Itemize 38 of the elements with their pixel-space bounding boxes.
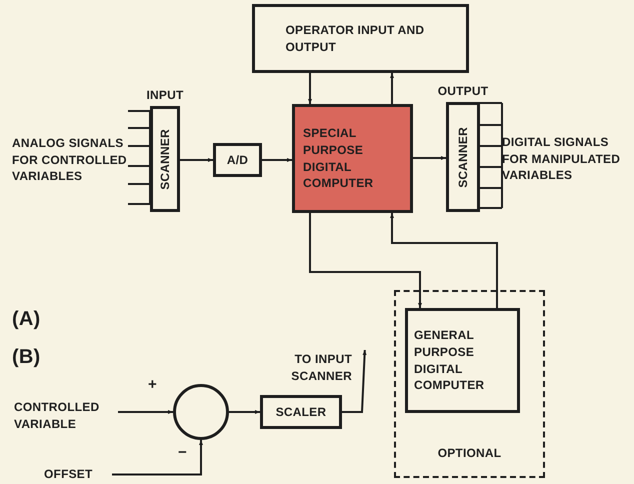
sign-label: − bbox=[178, 445, 187, 460]
scanner-heading: INPUT bbox=[146, 87, 184, 104]
process-box bbox=[260, 395, 342, 429]
signal-line bbox=[479, 102, 503, 209]
arrow bbox=[112, 440, 203, 476]
node-label: A/D bbox=[226, 152, 248, 168]
arrow bbox=[118, 410, 173, 414]
node-label: ANALOG SIGNALS FOR CONTROLLED VARIABLES bbox=[12, 134, 128, 186]
process-box bbox=[252, 4, 469, 73]
scanner-heading: OUTPUT bbox=[438, 83, 488, 100]
sign-label: + bbox=[148, 377, 157, 392]
node-label: GENERAL PURPOSE DIGITAL COMPUTER bbox=[414, 326, 486, 394]
node-label: SCALER bbox=[276, 404, 326, 420]
panel-label: (A) bbox=[12, 307, 40, 332]
node-label: SCANNER bbox=[454, 126, 471, 188]
signal-line bbox=[127, 110, 151, 205]
arrow bbox=[413, 156, 446, 160]
arrow bbox=[390, 213, 498, 308]
arrow bbox=[229, 410, 260, 414]
node-label: OPERATOR INPUT AND OUTPUT bbox=[286, 22, 426, 56]
arrow bbox=[180, 158, 213, 162]
process-box bbox=[213, 143, 262, 177]
optional-group bbox=[394, 290, 545, 478]
arrow bbox=[309, 213, 422, 308]
node-label: TO INPUT SCANNER bbox=[290, 351, 352, 385]
arrow bbox=[342, 350, 367, 413]
computer-box bbox=[292, 104, 413, 213]
arrow bbox=[308, 73, 312, 104]
node-label: SCANNER bbox=[156, 128, 173, 190]
node-label: OFFSET bbox=[44, 466, 93, 483]
arrow bbox=[262, 158, 292, 162]
node-label: DIGITAL SIGNALS FOR MANIPULATED VARIABLES bbox=[502, 134, 622, 184]
process-box bbox=[405, 308, 520, 413]
arrow bbox=[390, 73, 394, 104]
node-label: SPECIAL PURPOSE DIGITAL COMPUTER bbox=[303, 124, 374, 192]
node-label: CONTROLLED VARIABLE bbox=[14, 399, 100, 433]
node-label: OPTIONAL bbox=[438, 445, 502, 462]
panel-label: (B) bbox=[12, 345, 40, 370]
